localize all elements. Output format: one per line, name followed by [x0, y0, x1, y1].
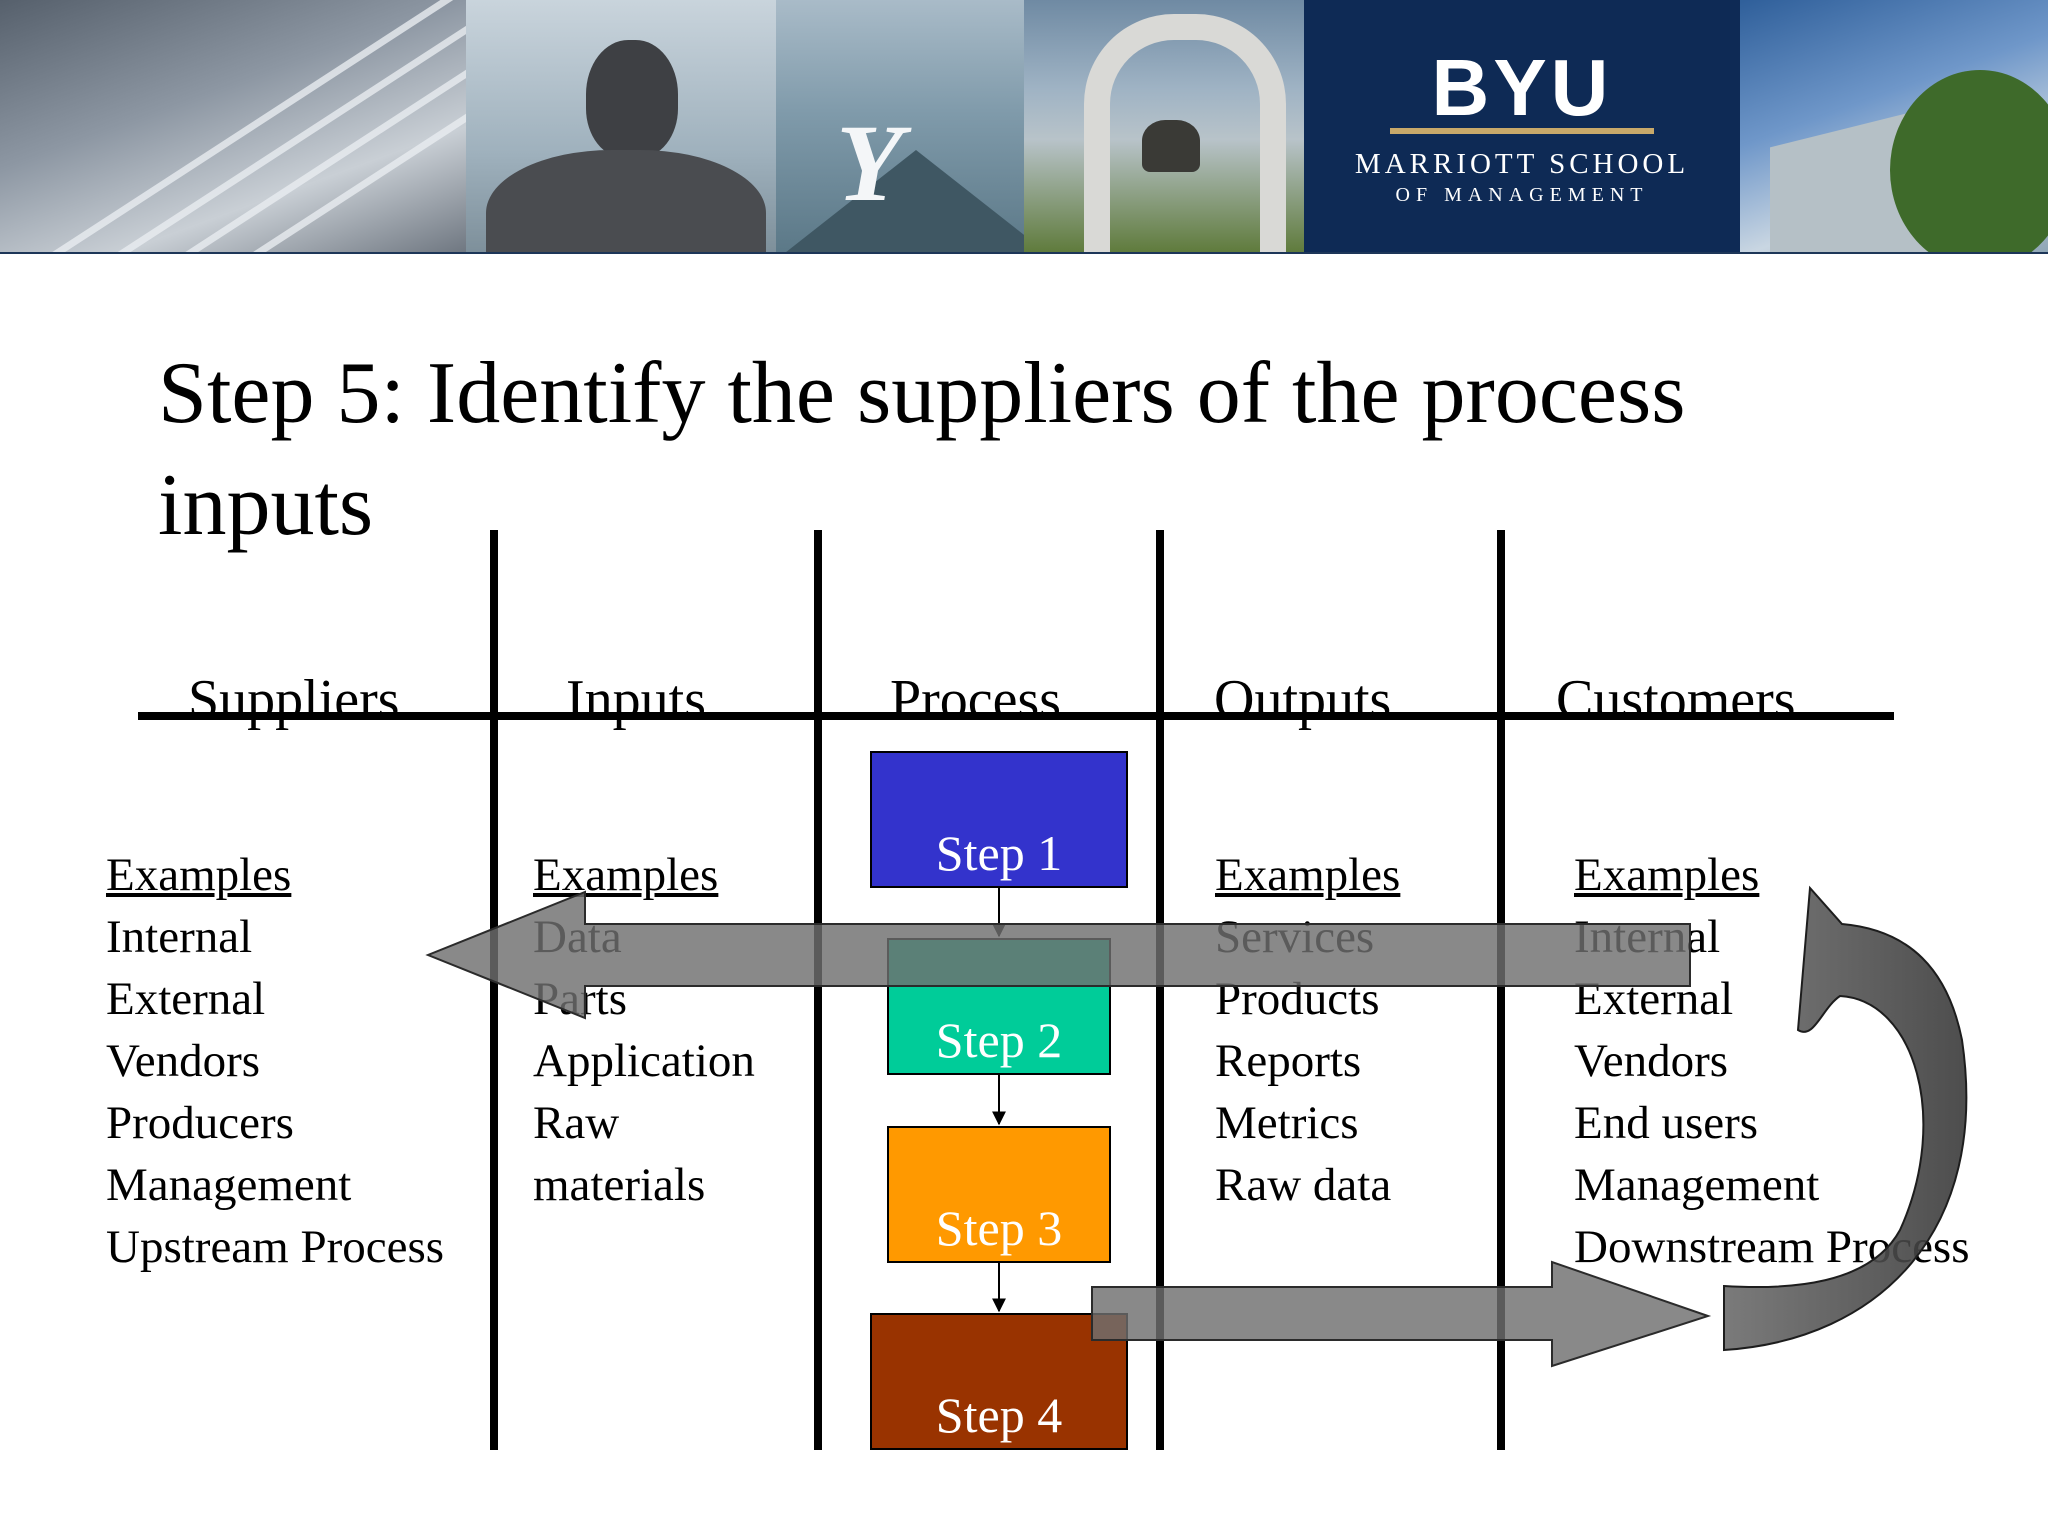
list-item: materials	[533, 1159, 706, 1211]
column-header-outputs: Outputs	[1214, 669, 1392, 731]
bell-icon	[1142, 120, 1200, 172]
list-item: Management	[1574, 1159, 1820, 1211]
examples-heading: Examples	[1215, 849, 1401, 901]
list-item: Upstream Process	[106, 1221, 445, 1273]
list-item: Vendors	[1574, 1035, 1729, 1087]
banner-photo-building	[0, 0, 466, 254]
step-label: Step 1	[935, 825, 1063, 881]
header-banner: Y BYU MARRIOTT SCHOOL OF MANAGEMENT	[0, 0, 2048, 254]
slide-title: Step 5: Identify the suppliers of the pr…	[158, 338, 1978, 562]
examples-heading: Examples	[533, 849, 719, 901]
banner-photo-campus	[1740, 0, 2048, 254]
list-item: Application	[533, 1035, 755, 1087]
banner-photo-bell-arch	[1024, 0, 1304, 254]
banner-photo-statue	[466, 0, 776, 254]
step-label: Step 4	[935, 1387, 1063, 1443]
feedback-arrow-left	[425, 890, 1691, 1020]
list-item: Raw	[533, 1097, 620, 1149]
school-subtitle: OF MANAGEMENT	[1395, 184, 1649, 206]
column-header-suppliers: Suppliers	[188, 669, 400, 731]
school-name: MARRIOTT SCHOOL	[1354, 148, 1690, 180]
list-item: Internal	[106, 911, 253, 963]
list-item: Metrics	[1215, 1097, 1359, 1149]
customers-examples: Examples Internal External Vendors End u…	[1574, 844, 1970, 1278]
banner-photo-y-mountain: Y	[776, 0, 1024, 254]
suppliers-examples: Examples Internal External Vendors Produ…	[106, 844, 444, 1278]
title-line-1: Step 5: Identify the suppliers of the pr…	[158, 345, 1686, 442]
list-item: Management	[106, 1159, 352, 1211]
list-item: Raw data	[1215, 1159, 1392, 1211]
step-label: Step 2	[935, 1012, 1063, 1068]
examples-heading: Examples	[106, 849, 292, 901]
output-arrow-right	[1091, 1260, 1712, 1368]
column-header-process: Process	[890, 669, 1062, 731]
logo-rule	[1390, 128, 1654, 134]
process-step-4: Step 4	[870, 1313, 1128, 1450]
banner-divider	[0, 252, 2048, 254]
list-item: Reports	[1215, 1035, 1362, 1087]
process-step-3: Step 3	[887, 1126, 1111, 1263]
return-curved-arrow	[1723, 885, 1968, 1352]
title-line-2: inputs	[158, 457, 374, 554]
list-item: End users	[1574, 1097, 1759, 1149]
list-item: Producers	[106, 1097, 294, 1149]
byu-logo: BYU MARRIOTT SCHOOL OF MANAGEMENT	[1304, 0, 1740, 254]
step-label: Step 3	[935, 1200, 1063, 1256]
list-item: Vendors	[106, 1035, 261, 1087]
list-item: External	[106, 973, 266, 1025]
column-header-customers: Customers	[1556, 669, 1796, 731]
logo-text: BYU	[1431, 43, 1613, 132]
examples-heading: Examples	[1574, 849, 1760, 901]
process-step-1: Step 1	[870, 751, 1128, 888]
column-header-inputs: Inputs	[566, 669, 706, 731]
